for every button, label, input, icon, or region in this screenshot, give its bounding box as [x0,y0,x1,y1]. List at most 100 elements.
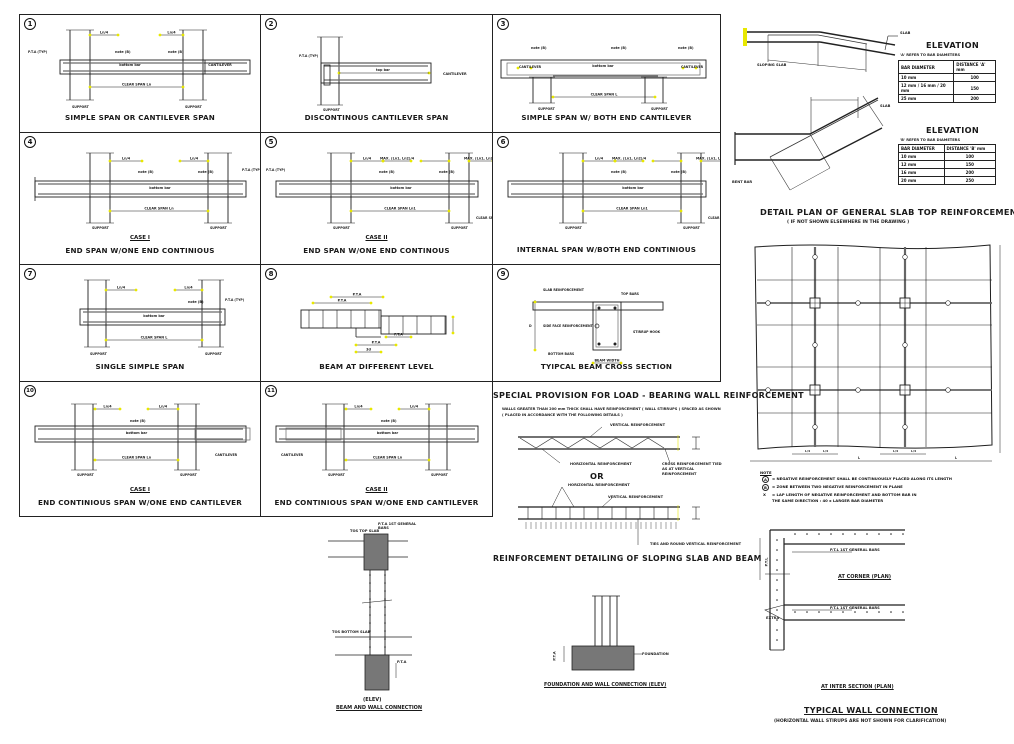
elevation-b-note: 'B' REFER TO BAR DIAMETERS [900,138,961,142]
drawing-line [664,448,671,464]
drawing-label: SUPPORT [451,226,469,230]
beam-wall-pta: P.T.A [397,660,407,664]
dimension-marker [694,66,698,70]
cantilever-cage [285,427,342,441]
beam-outline [59,59,251,75]
bent-bar-label: BENT BAR [732,180,753,184]
dimension-marker [104,288,108,292]
elevation-a-note: 'A' REFER TO BAR DIAMETERS [900,53,961,57]
bar-mark-icon [945,387,951,393]
bar-dot [776,629,778,631]
note-mark-b: B [762,484,769,491]
dimension-marker [394,343,398,347]
bar-label: top bar [376,68,390,72]
foundation-pta: P.T.A [552,651,557,661]
dimension-marker [329,295,333,299]
detail-number: 11 [265,385,277,397]
bar-dot [806,611,808,613]
drawing-label: note (B) [531,46,547,50]
extra-bar [764,604,785,621]
bar-dot [818,611,820,613]
bar-dot [384,638,386,640]
beam-outline [79,308,226,326]
note-mark-x: X [763,492,766,497]
dimension-marker [581,159,585,163]
drawing-label: L/4 [805,449,810,453]
bar-dot [369,590,371,592]
bar-dot [384,614,386,616]
bar-dot [776,589,778,591]
cell: 20 mm [898,176,945,185]
slab-label-2: SLAB [880,104,891,108]
dimension-marker [344,458,348,462]
dimension-marker [354,350,358,354]
dimension-marker [176,458,180,462]
bar-dot [384,582,386,584]
drawing-label: SUPPORT [180,473,198,477]
dimension-marker [158,33,162,37]
bar-dot [369,614,371,616]
detail-number: 6 [497,136,509,148]
drawing-label: CLEAR SPAN Ln2 [476,216,493,220]
beam-outline [500,59,707,79]
dimension-marker [529,66,533,70]
drawing-label: note (B) [379,170,395,174]
dimension-label: CLEAR SPAN Ln [122,83,152,87]
slab-label: SLAB [900,31,911,35]
detail-number: 2 [265,18,277,30]
dimension-marker [551,95,555,99]
bar-label: bottom bar [126,431,148,435]
cell: 16 mm [898,168,945,177]
lower-beam [380,315,447,335]
slab-notes: NOTE A = NEGATIVE REINFORCEMENT SHALL BE… [760,470,1000,510]
dimension-marker [619,361,623,365]
dimension-marker [344,407,348,411]
bar-dot [369,606,371,608]
dimension-label: Ln/4 [103,405,112,409]
dimension-marker [699,159,703,163]
bar-mark-icon [902,424,908,430]
dimension-marker [447,209,451,213]
beam-wall-slab-top: TOS TOP SLAB [350,529,380,533]
detail-title: END CONTINIOUS SPAN W/ONE END CANTILEVER [38,498,242,507]
wall-pta-label-2: P.T.L 1ST GENERAL BARS [830,606,880,610]
dimension-marker [653,95,657,99]
elevation-a-header-0: BAR DIAMETER [897,60,955,74]
dimension-label: Ln/4 [184,286,193,290]
detail-title: END SPAN W/ONE END CONTINOUS [303,246,450,255]
bar-dot [902,533,904,535]
dimension-label: MAX. (Ln1, Ln2)/4 [696,157,721,161]
detail-title: END CONTINIOUS SPAN W/ONE END CANTILEVER [274,498,479,507]
drawing-label: SUPPORT [333,226,351,230]
dimension-label: Ln/4 [100,31,109,35]
dimension-marker [146,407,150,411]
detail-case-label: CASE II [365,487,388,493]
bar-dot [806,533,808,535]
dimension-label: BEAM WIDTH [594,359,619,363]
dimension-marker [651,159,655,163]
dimension-label: P.T.A [353,293,362,297]
bottom-bar [597,342,601,346]
beam-wall-slab-bottom: TOS BOTTOM SLAB [332,630,371,634]
bar-dot [776,539,778,541]
bar-dot [878,533,880,535]
dimension-marker [118,407,122,411]
detail-number: 7 [24,268,36,280]
dimension-marker [200,288,204,292]
drawing-label: SUPPORT [538,107,556,111]
dimension-marker [516,66,520,70]
wall-connection-section: P.T.L 1ST GENERAL BARS AT CORNER (PLAN) … [740,510,1014,740]
cell: 12 mm [898,160,945,169]
bar-dot [384,622,386,624]
drawing-label: TOP BARS [621,292,640,296]
dimension-marker [379,350,383,354]
dimension-marker [134,288,138,292]
